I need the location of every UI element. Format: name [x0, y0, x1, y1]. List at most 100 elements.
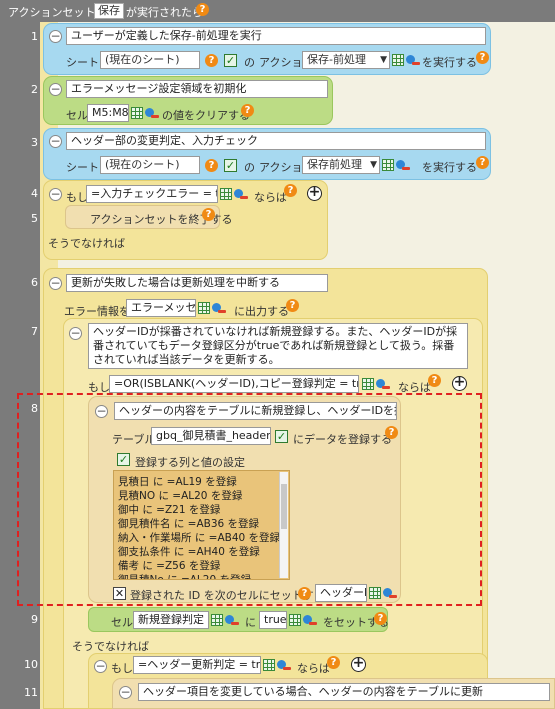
cell-grid-icon[interactable] — [289, 614, 301, 626]
list-item[interactable]: 見積NO に =AL20 を登録 — [118, 490, 243, 502]
step-run-user-action: − ユーザーが定義した保存-前処理を実行 シート (現在のシート) ? ✓ の … — [43, 23, 491, 75]
action-select[interactable]: 保存-前処理▼ — [302, 51, 390, 69]
list-item[interactable]: 御見積No に =AL20 を登録 — [118, 574, 251, 580]
cell-range-field[interactable]: M5:M8 — [87, 104, 129, 122]
table-label: テーブル — [112, 433, 156, 446]
scrollbar-thumb[interactable] — [281, 484, 287, 529]
cell-grid-icon[interactable] — [362, 378, 374, 390]
cell-grid-icon[interactable] — [198, 302, 210, 314]
if-block-new-or-update: − ヘッダーIDが採番されていなければ新規登録する。また、ヘッダーIDが採番され… — [63, 318, 483, 709]
step-comment[interactable]: 更新が失敗した場合は更新処理を中断する — [66, 274, 328, 292]
list-item[interactable]: 備考 に =Z56 を登録 — [118, 560, 221, 572]
cell-grid-icon[interactable] — [131, 107, 143, 119]
collapse-icon[interactable]: − — [49, 29, 62, 43]
condition-field[interactable]: =ヘッダー更新判定 = true — [133, 656, 261, 674]
else-label: そうでなければ — [48, 237, 125, 250]
help-icon[interactable]: ? — [385, 426, 398, 439]
checkbox-icon[interactable]: ✓ — [275, 430, 288, 443]
condition-field[interactable]: =OR(ISBLANK(ヘッダーID),コピー登録判定 = true) — [109, 375, 359, 393]
formula-icon[interactable] — [376, 379, 390, 391]
cell-label: セル — [66, 109, 88, 122]
step-comment[interactable]: ユーザーが定義した保存-前処理を実行 — [66, 27, 486, 45]
sheet-select[interactable]: (現在のシート) — [100, 51, 200, 69]
set-id-label: 登録された ID を次のセルにセットする — [130, 589, 325, 602]
list-item[interactable]: 納入・作業場所 に =AB40 を登録 — [118, 532, 281, 544]
step-comment[interactable]: エラーメッセージ設定領域を初期化 — [66, 80, 328, 98]
cell-grid-icon[interactable] — [382, 159, 394, 171]
formula-icon[interactable] — [303, 615, 317, 627]
no-label: の — [244, 56, 255, 69]
list-item[interactable]: 見積日 に =AL19 を登録 — [118, 476, 237, 488]
table-field[interactable]: gbq_御見積書_header — [151, 427, 271, 445]
formula-icon[interactable] — [234, 189, 248, 201]
cell-grid-icon[interactable] — [220, 188, 232, 200]
collapse-icon[interactable]: − — [94, 659, 107, 673]
help-icon[interactable]: ? — [202, 208, 215, 221]
cell-grid-icon[interactable] — [211, 614, 223, 626]
cell-field[interactable]: 新規登録判定 — [133, 611, 209, 629]
step-exit-action-set: アクションセットを終了する ? — [65, 205, 232, 229]
formula-icon[interactable] — [383, 588, 397, 600]
cell-grid-icon[interactable] — [369, 587, 381, 599]
step-comment[interactable]: ヘッダーIDが採番されていなければ新規登録する。また、ヘッダーIDが採番されてい… — [88, 323, 468, 369]
checkbox-icon[interactable]: ✓ — [224, 159, 237, 172]
collapse-icon[interactable]: − — [49, 82, 62, 96]
help-icon[interactable]: ? — [241, 104, 254, 117]
set-id-checkbox[interactable]: ✕ — [113, 587, 126, 600]
error-target-field[interactable]: エラーメッセージ — [126, 299, 196, 317]
step-comment[interactable]: ヘッダー部の変更判定、入力チェック — [66, 132, 486, 150]
action-select[interactable]: 保存前処理▼ — [302, 156, 380, 174]
help-icon[interactable]: ? — [476, 156, 489, 169]
column-value-list[interactable]: 見積日 に =AL19 を登録 見積NO に =AL20 を登録 御中 に =Z… — [113, 470, 290, 580]
if-label: もし — [66, 191, 88, 204]
condition-field[interactable]: =入力チェックエラー = true — [86, 185, 218, 203]
help-icon[interactable]: ? — [428, 374, 441, 387]
action-select-value: 保存-前処理 — [307, 53, 366, 66]
action-set-name-chip[interactable]: 保存 — [94, 3, 124, 19]
add-condition-icon[interactable]: + — [452, 374, 467, 391]
collapse-icon[interactable]: − — [49, 134, 62, 148]
formula-icon[interactable] — [212, 303, 226, 315]
collapse-icon[interactable]: − — [49, 187, 62, 201]
sheet-select[interactable]: (現在のシート) — [100, 156, 200, 174]
line-number: 5 — [31, 212, 38, 225]
add-condition-icon[interactable]: + — [307, 184, 322, 201]
list-item[interactable]: 御中 に =Z21 を登録 — [118, 504, 221, 516]
collapse-icon[interactable]: − — [69, 326, 82, 340]
step-comment[interactable]: ヘッダー項目を変更している場合、ヘッダーの内容をテーブルに更新 — [138, 683, 550, 701]
action-label: アクション — [259, 56, 314, 69]
action-set-header: アクションセット 保存 が実行されたら ? — [0, 0, 555, 22]
step-comment[interactable]: ヘッダーの内容をテーブルに新規登録し、ヘッダーIDを採番する。 — [114, 402, 397, 420]
help-icon[interactable]: ? — [286, 299, 299, 312]
step-run-check-action: − ヘッダー部の変更判定、入力チェック シート (現在のシート) ? ✓ の ア… — [43, 128, 491, 180]
else-label: そうでなければ — [72, 640, 149, 653]
formula-icon[interactable] — [145, 108, 159, 120]
cell-grid-icon[interactable] — [263, 659, 275, 671]
list-item[interactable]: 御見積件名 に =AB36 を登録 — [118, 518, 260, 530]
collapse-icon[interactable]: − — [49, 276, 62, 290]
checkbox-icon[interactable]: ✓ — [224, 54, 237, 67]
help-icon[interactable]: ? — [205, 159, 218, 172]
help-icon[interactable]: ? — [205, 54, 218, 67]
id-cell-field[interactable]: ヘッダーID — [315, 584, 367, 602]
add-condition-icon[interactable]: + — [351, 655, 366, 672]
help-icon[interactable]: ? — [298, 587, 311, 600]
cell-grid-icon[interactable] — [392, 54, 404, 66]
value-field[interactable]: true — [259, 611, 287, 629]
columns-toggle-checkbox[interactable]: ✓ — [117, 453, 130, 466]
list-item[interactable]: 御支払条件 に =AH40 を登録 — [118, 546, 260, 558]
step-update-header: − ヘッダー項目を変更している場合、ヘッダーの内容をテーブルに更新 — [112, 678, 555, 709]
help-icon[interactable]: ? — [196, 3, 209, 16]
collapse-icon[interactable]: − — [119, 685, 132, 699]
list-scrollbar[interactable] — [279, 472, 288, 578]
help-icon[interactable]: ? — [284, 184, 297, 197]
formula-icon[interactable] — [406, 55, 420, 67]
help-icon[interactable]: ? — [476, 51, 489, 64]
collapse-icon[interactable]: − — [95, 404, 108, 418]
if-label: もし — [111, 662, 133, 675]
formula-icon[interactable] — [225, 615, 239, 627]
help-icon[interactable]: ? — [327, 656, 340, 669]
help-icon[interactable]: ? — [374, 612, 387, 625]
formula-icon[interactable] — [396, 160, 410, 172]
formula-icon[interactable] — [277, 660, 291, 672]
